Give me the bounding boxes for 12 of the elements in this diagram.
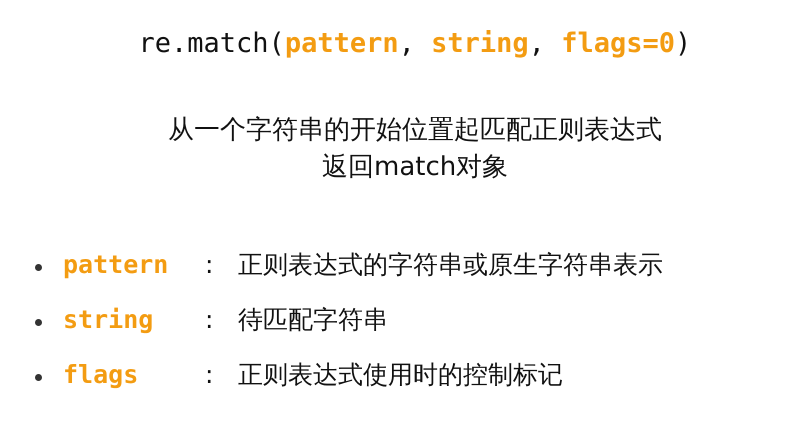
parameter-name: flags [63,360,138,390]
parameter-name: pattern [63,250,168,280]
parameter-description: 待匹配字符串 [238,305,388,335]
separator-colon: : [205,250,214,280]
description-text: 返回match对象 [322,152,508,184]
separator-colon: : [205,360,214,390]
parameter-name: string [63,305,154,335]
separator-colon: : [205,305,214,335]
description-text: 从一个字符串的开始位置起匹配正则表达式 [168,115,662,146]
function-signature: re.match(pattern, string, flags=0) [138,28,692,60]
parameter-description: 正则表达式使用时的控制标记 [238,360,563,390]
parameter-description: 正则表达式的字符串或原生字符串表示 [238,250,663,280]
